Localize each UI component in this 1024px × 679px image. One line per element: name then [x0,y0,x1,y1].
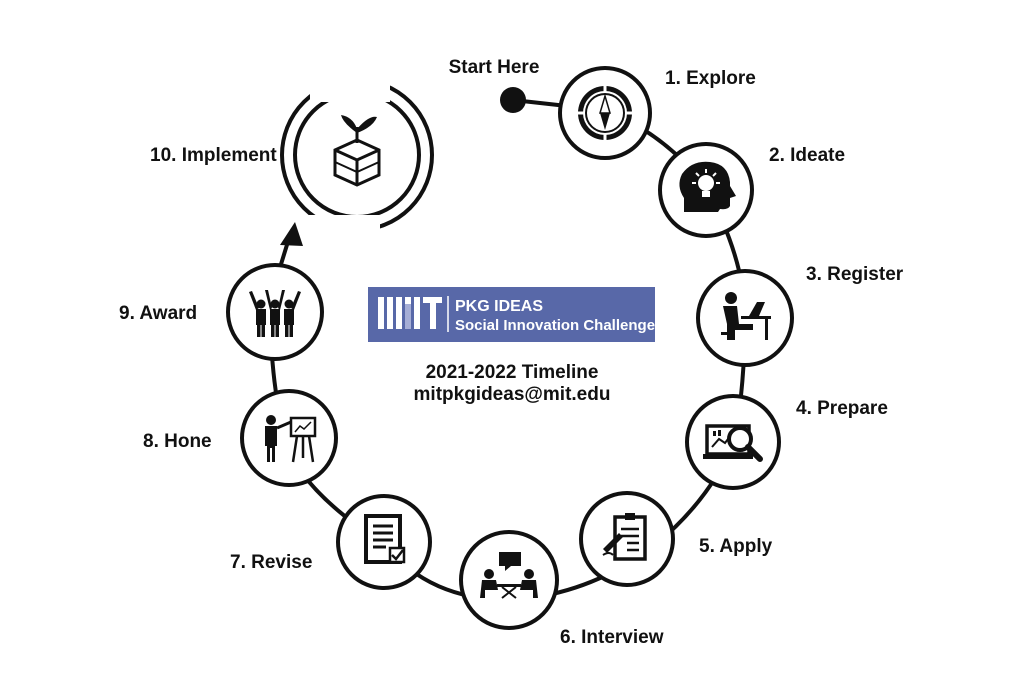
pkg-ideas-banner: PKG IDEAS Social Innovation Challenge [368,287,655,342]
clipboard-pen-icon [602,513,647,561]
step-10-node[interactable] [280,78,434,235]
banner-line1: PKG IDEAS [455,298,543,315]
compass-icon [578,86,632,140]
step-5-label: 5. Apply [699,536,773,557]
step-2-label: 2. Ideate [769,145,845,166]
step-3-label: 3. Register [806,264,904,285]
presenter-easel-icon [265,415,317,463]
step-5-node[interactable] [579,491,675,587]
start-label: Start Here [449,57,540,78]
step-8-node[interactable] [240,389,338,487]
contact-email[interactable]: mitpkgideas@mit.edu [414,384,611,405]
step-7-label: 7. Revise [230,552,312,573]
step-3-node[interactable] [696,269,794,367]
step-2-node[interactable] [658,142,754,238]
step-8-label: 8. Hone [143,431,212,452]
step-4-label: 4. Prepare [796,398,888,419]
step-1-node[interactable] [558,66,652,160]
timeline-title: 2021-2022 Timeline [426,362,599,383]
cycle-arrowhead [280,222,303,246]
celebrating-team-icon [249,290,301,337]
person-at-laptop-icon [721,292,771,340]
step-9-label: 9. Award [119,303,197,324]
step-6-label: 6. Interview [560,627,664,648]
seedling-box-icon [333,115,381,187]
banner-line2: Social Innovation Challenge [455,317,655,334]
head-lightbulb-icon [679,161,736,212]
step-9-node[interactable] [226,263,324,361]
step-4-node[interactable] [685,394,781,490]
two-people-talking-icon [480,552,538,599]
step-1-label: 1. Explore [665,68,756,89]
start-dot [500,87,526,113]
step-7-node[interactable] [336,494,432,590]
laptop-magnifier-icon [703,424,763,462]
document-checkmark-icon [364,514,406,564]
mit-logo [378,297,442,329]
step-6-node[interactable] [459,530,559,630]
step-10-label: 10. Implement [150,145,277,166]
